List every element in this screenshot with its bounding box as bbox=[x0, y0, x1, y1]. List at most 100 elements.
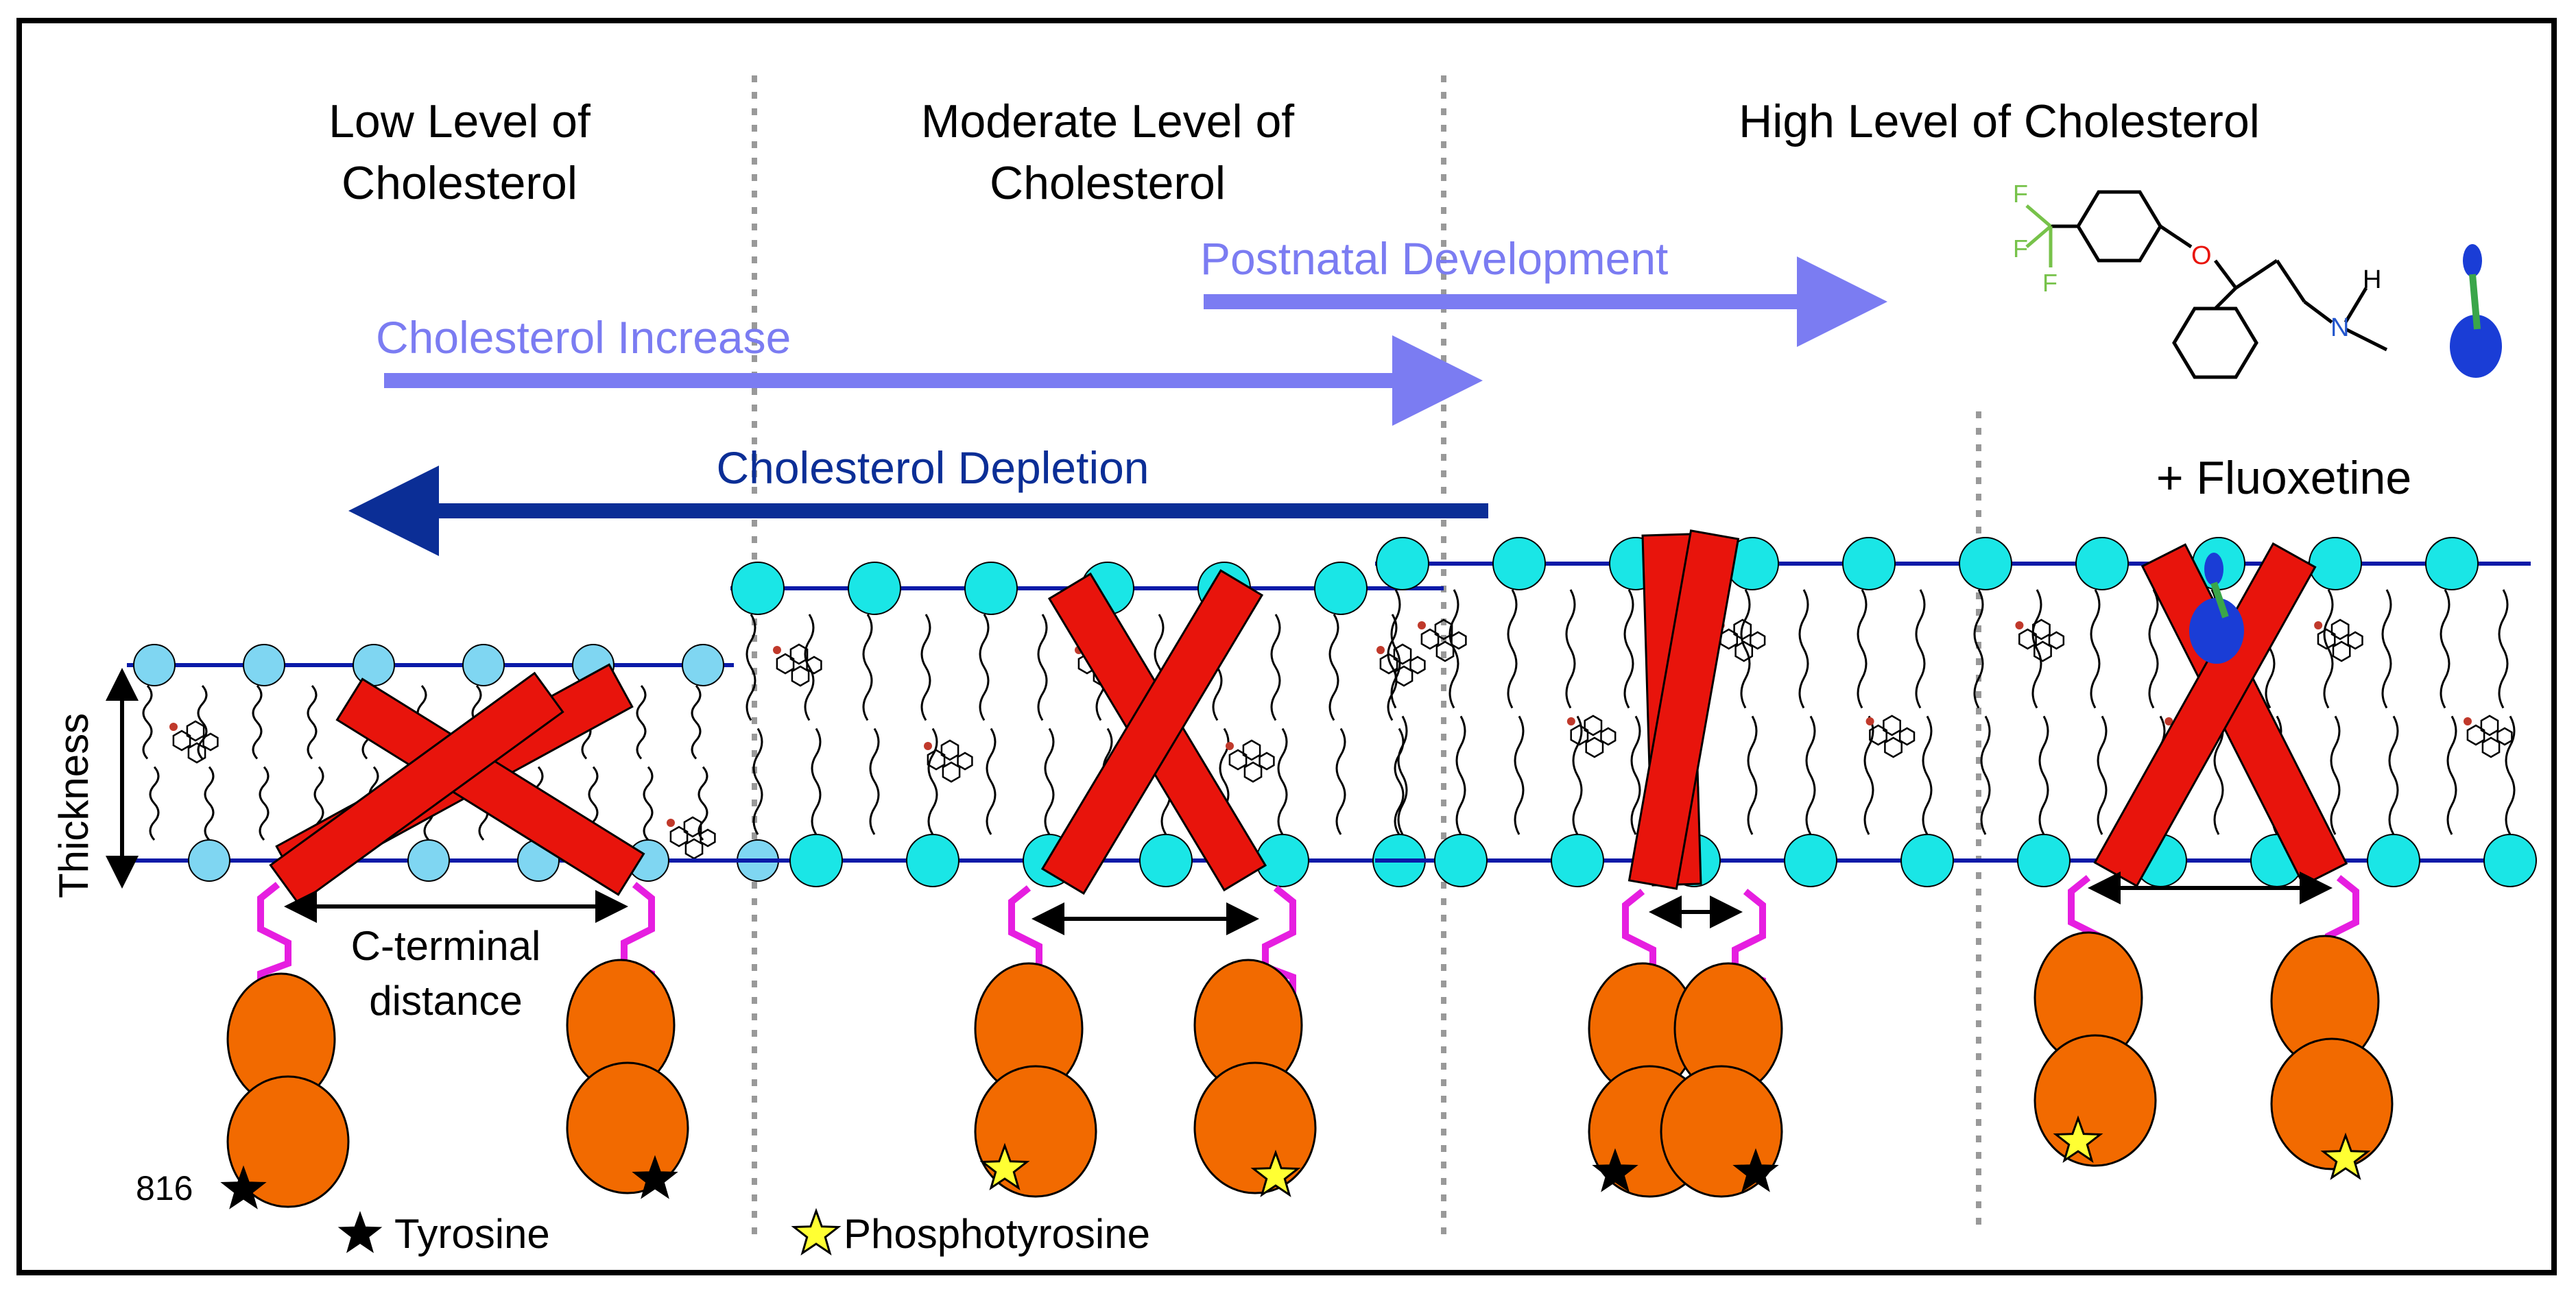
lipid-head bbox=[1314, 562, 1368, 615]
lipid-head bbox=[906, 834, 959, 887]
lipid-tail bbox=[1335, 728, 1346, 835]
lipid-tail bbox=[1387, 614, 1398, 721]
lipid-head bbox=[407, 839, 450, 882]
cholesterol-molecule bbox=[1376, 643, 1426, 687]
atom-f3: F bbox=[2042, 269, 2058, 297]
lipid-tail bbox=[1390, 589, 1401, 709]
hydroxyl-dot bbox=[924, 742, 932, 750]
lipid-tail bbox=[1915, 589, 1926, 709]
bound-fluoxetine-body bbox=[2189, 598, 2244, 664]
lipid-tail bbox=[1857, 589, 1868, 709]
lipid-head bbox=[1256, 834, 1309, 887]
lipid-tail bbox=[979, 614, 990, 721]
cholesterol-molecule bbox=[1226, 739, 1275, 783]
tyrosine-star bbox=[1592, 1148, 1638, 1192]
cholesterol-molecule bbox=[2314, 618, 2363, 662]
lipid-tail bbox=[1514, 715, 1525, 835]
cholesterol-depletion-label: Cholesterol Depletion bbox=[716, 442, 1149, 493]
lipid-tail bbox=[307, 684, 318, 760]
cholesterol-molecule bbox=[2015, 618, 2065, 662]
lipid-tail bbox=[1740, 589, 1751, 709]
atom-h: H bbox=[2363, 265, 2381, 294]
phosphotyrosine-star bbox=[979, 1142, 1030, 1191]
lipid-tail bbox=[1805, 715, 1816, 835]
atom-o: O bbox=[2191, 241, 2212, 270]
tyrosine-legend-star bbox=[337, 1211, 383, 1253]
lipid-head bbox=[243, 644, 285, 686]
lipid-head bbox=[1139, 834, 1193, 887]
phosphotyrosine-star bbox=[2053, 1115, 2103, 1164]
dimer-fluoxetine bbox=[2034, 542, 2394, 1181]
lipid-tail bbox=[1630, 715, 1641, 835]
linker-segment bbox=[1262, 885, 1296, 1018]
lipid-tail bbox=[1623, 589, 1634, 709]
fluoxetine-molecule bbox=[2025, 190, 2388, 379]
lipid-tail bbox=[1037, 614, 1048, 721]
postnatal-label: Postnatal Development bbox=[1200, 233, 1668, 284]
lipid-tail bbox=[2440, 589, 2450, 709]
tm-helix bbox=[335, 677, 645, 896]
lipid-head bbox=[462, 644, 505, 686]
lipid-tail bbox=[862, 614, 873, 721]
dimer-high bbox=[1588, 529, 1783, 1198]
lipid-head bbox=[133, 644, 176, 686]
lipid-head bbox=[2075, 537, 2129, 590]
col1-header-line1: Low Level of bbox=[329, 95, 591, 147]
col2-header-line1: Moderate Level of bbox=[921, 95, 1294, 147]
lipid-head bbox=[1551, 834, 1604, 887]
lipid-tail bbox=[149, 766, 160, 841]
lipid-tail bbox=[1565, 589, 1576, 709]
lipid-tail bbox=[2038, 715, 2049, 835]
lipid-tail bbox=[1044, 728, 1055, 835]
lipid-tail bbox=[811, 728, 822, 835]
lipid-tail bbox=[1277, 728, 1288, 835]
lipid-tail bbox=[1328, 614, 1339, 721]
lipid-head bbox=[353, 644, 395, 686]
lipid-head bbox=[1492, 537, 1546, 590]
cholesterol-molecule bbox=[924, 739, 973, 783]
lipid-tail bbox=[2446, 715, 2457, 835]
cterm-label-line1: C-terminal bbox=[351, 923, 541, 969]
kinase-domain-lower bbox=[2270, 1037, 2394, 1170]
lipid-head bbox=[2425, 537, 2479, 590]
lipid-head bbox=[848, 562, 901, 615]
lipid-head bbox=[1842, 537, 1896, 590]
lipid-head bbox=[789, 834, 843, 887]
hydroxyl-dot bbox=[1376, 646, 1385, 654]
lipid-tail bbox=[197, 684, 208, 760]
hydroxyl-dot bbox=[1566, 717, 1575, 725]
lipid-tail bbox=[691, 684, 702, 760]
lipid-tail bbox=[746, 614, 756, 721]
hydroxyl-dot bbox=[169, 723, 178, 731]
lipid-tail bbox=[986, 728, 997, 835]
lipid-head bbox=[2483, 834, 2537, 887]
lipid-tail bbox=[697, 766, 708, 841]
atom-n: N bbox=[2330, 313, 2349, 342]
phosphotyrosine-legend-label: Phosphotyrosine bbox=[844, 1211, 1150, 1257]
cholesterol-molecule bbox=[1865, 714, 1916, 758]
lipid-head bbox=[731, 562, 785, 615]
lipid-tail bbox=[2498, 589, 2509, 709]
hydroxyl-dot bbox=[773, 646, 781, 654]
lipid-tail bbox=[636, 684, 647, 760]
lipid-tail bbox=[1798, 589, 1809, 709]
kinase-domain-lower bbox=[226, 1075, 350, 1208]
dimer-moderate bbox=[974, 568, 1317, 1198]
lipid-tail bbox=[2090, 589, 2101, 709]
tm-helix bbox=[269, 671, 564, 906]
lipid-head bbox=[1434, 834, 1488, 887]
kinase-domain-lower bbox=[1193, 1061, 1317, 1194]
kinase-domain-lower bbox=[2034, 1034, 2157, 1167]
atom-f2: F bbox=[2013, 235, 2028, 263]
lipid-tail bbox=[2031, 589, 2042, 709]
tyrosine-star bbox=[632, 1155, 678, 1199]
lipid-head bbox=[2017, 834, 2071, 887]
hydroxyl-dot bbox=[2314, 621, 2323, 629]
lipid-head bbox=[188, 839, 230, 882]
lipid-head bbox=[1900, 834, 1954, 887]
lipid-tail bbox=[2505, 715, 2516, 835]
legend: Tyrosine Phosphotyrosine bbox=[337, 1207, 1150, 1257]
lipid-tail bbox=[752, 728, 763, 835]
lipid-tail bbox=[1973, 589, 1984, 709]
